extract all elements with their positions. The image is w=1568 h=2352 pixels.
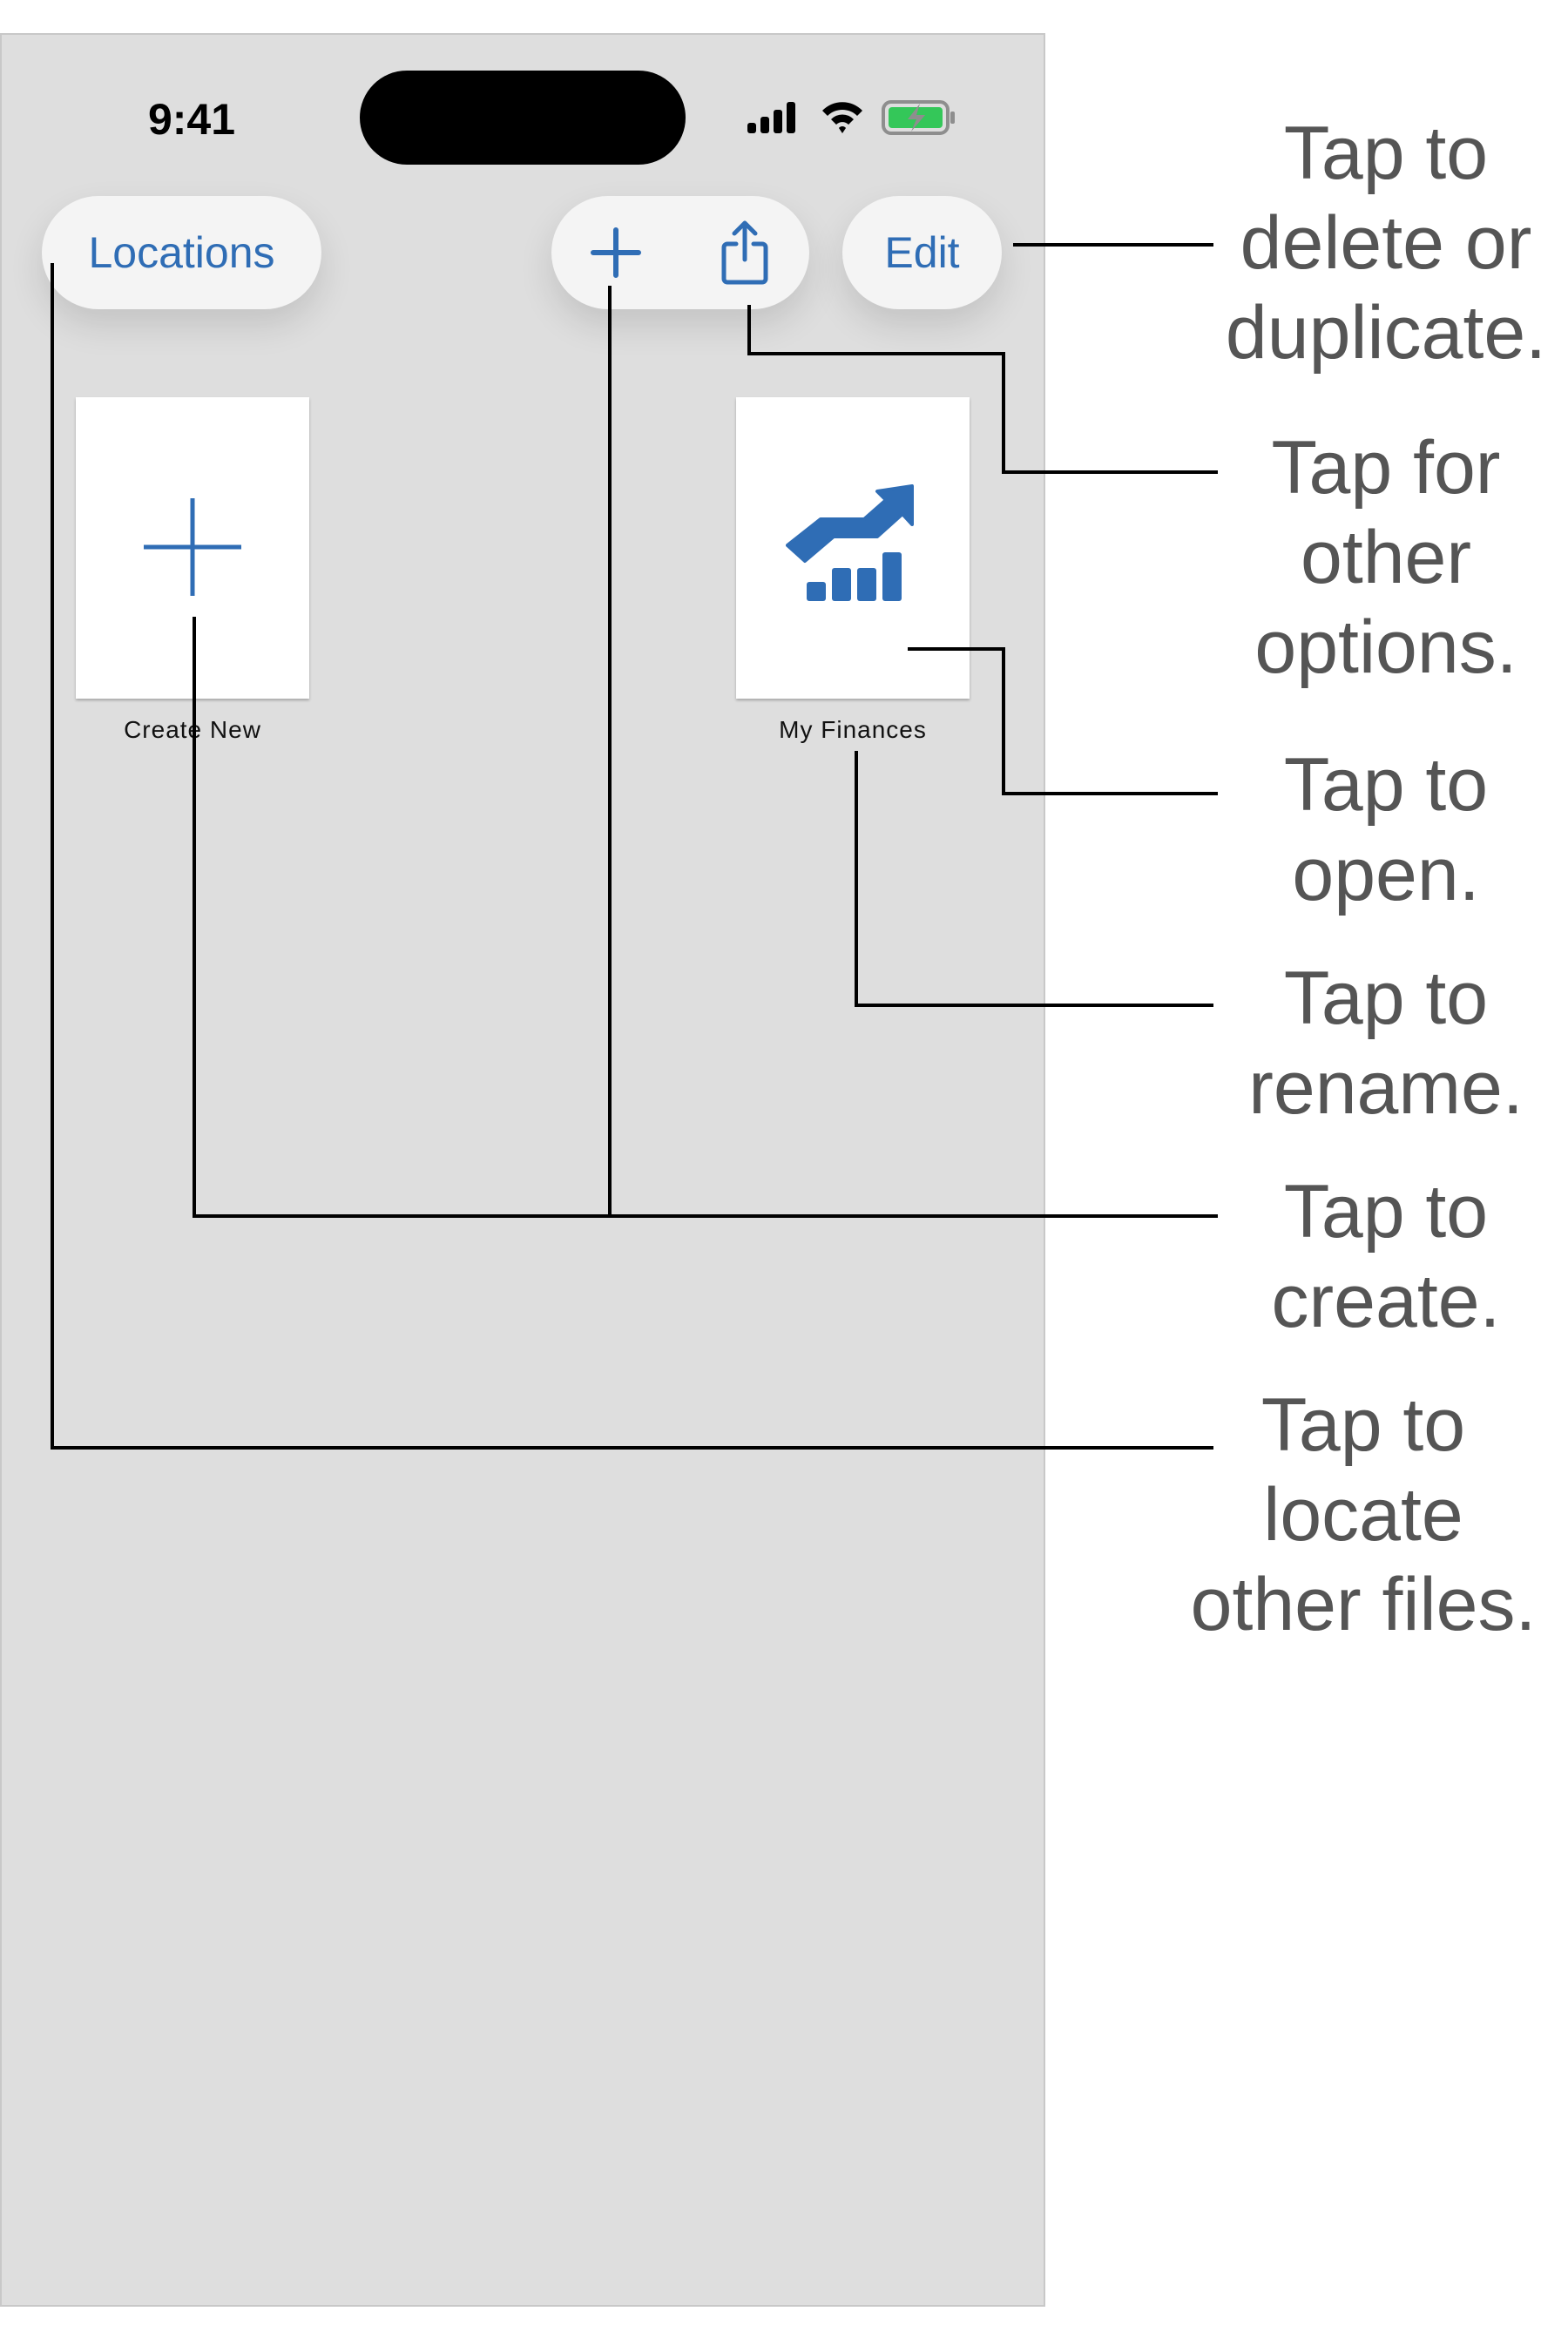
phone-screen — [0, 33, 1045, 2307]
add-share-group — [551, 196, 809, 309]
callout-line-create — [608, 286, 612, 1218]
callout-line-rename — [855, 751, 858, 1007]
my-finances-thumbnail[interactable] — [736, 397, 970, 699]
callout-line-edit — [1013, 243, 1213, 247]
battery-charging-icon — [882, 100, 956, 135]
callout-line-share — [747, 352, 1005, 355]
dynamic-island — [360, 71, 686, 165]
callout-share: Tap for other options. — [1254, 426, 1517, 689]
callout-open: Tap to open. — [1283, 743, 1489, 916]
status-time: 9:41 — [147, 95, 236, 144]
callout-locations: Tap to locate other files. — [1190, 1383, 1537, 1646]
share-button[interactable] — [719, 220, 771, 286]
callout-line-locations — [51, 1446, 1213, 1450]
callout-line-share — [747, 305, 751, 355]
callout-create: Tap to create. — [1271, 1170, 1501, 1343]
edit-label: Edit — [884, 228, 960, 277]
edit-button[interactable]: Edit — [842, 196, 1002, 309]
callout-line-open — [1002, 792, 1218, 795]
callout-edit: Tap to delete or duplicate. — [1225, 112, 1547, 375]
callout-line-share — [1002, 470, 1218, 474]
my-finances-name[interactable]: My Finances — [779, 716, 927, 743]
callout-line-locations — [51, 263, 54, 1450]
callout-line-rename — [855, 1004, 1213, 1007]
callout-line-open — [908, 647, 1005, 651]
locations-button[interactable]: Locations — [42, 196, 321, 309]
plus-icon — [144, 498, 241, 596]
add-button[interactable] — [590, 226, 642, 279]
finance-chart-icon — [786, 484, 914, 601]
wifi-icon — [821, 98, 864, 135]
create-new-name[interactable]: Create New — [124, 716, 261, 743]
callout-line-create — [193, 1214, 1218, 1218]
callout-line-share — [1002, 352, 1005, 474]
share-icon — [721, 220, 768, 285]
cellular-signal-icon — [747, 102, 800, 133]
callout-rename: Tap to rename. — [1248, 956, 1524, 1130]
callout-line-create — [193, 617, 196, 1218]
plus-icon — [591, 227, 641, 278]
locations-label: Locations — [88, 228, 275, 277]
callout-line-open — [1002, 647, 1005, 795]
